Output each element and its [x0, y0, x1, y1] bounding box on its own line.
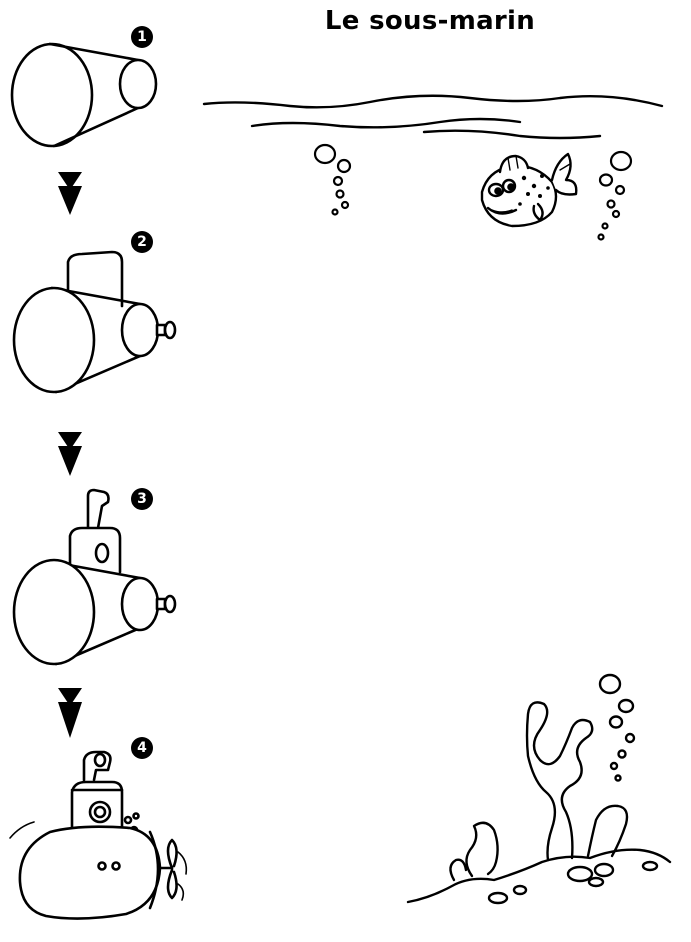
- seaweed-strand: [465, 821, 499, 878]
- step-3-porthole: [94, 542, 110, 564]
- step-4-motion-line: [9, 821, 35, 839]
- rock: [487, 891, 509, 905]
- rock: [512, 884, 528, 896]
- step-4-hull: [18, 825, 162, 920]
- fish-drawing: [480, 152, 578, 228]
- fish-mouth: [486, 206, 518, 215]
- arrow-down-icon: [58, 432, 82, 476]
- step-4-hull-porthole: [111, 861, 121, 871]
- step-3-hub-cap: [163, 594, 177, 614]
- step-3-periscope: [86, 488, 110, 530]
- arrow-down-icon: [58, 688, 82, 738]
- rock: [587, 876, 605, 888]
- page-title: Le sous-marin: [324, 6, 536, 36]
- fish-side-fin: [532, 202, 544, 222]
- step-number-3: 3: [131, 488, 153, 510]
- arrow-down-icon: [58, 172, 82, 215]
- step-4-tower-porthole-inner: [93, 805, 107, 819]
- step-4-hull-seam: [148, 830, 160, 910]
- fish-tail: [550, 152, 578, 196]
- seaweed-strand: [449, 858, 468, 882]
- bubbles-seaweed: [598, 673, 636, 782]
- step-3-front-ellipse: [12, 558, 96, 666]
- rock: [593, 862, 615, 878]
- rock: [641, 860, 659, 872]
- step-2-drawing: [12, 250, 177, 394]
- step-1-rear-ellipse: [118, 58, 158, 110]
- step-number-4: 4: [131, 737, 153, 759]
- step-2-rear-ellipse: [120, 302, 160, 358]
- step-number-1: 1: [131, 26, 153, 48]
- fish-spots: [518, 174, 550, 206]
- seaweed-strand: [586, 804, 629, 858]
- step-4-tower-porthole: [88, 800, 112, 824]
- step-3-rear-ellipse: [120, 576, 160, 632]
- wave-line: [202, 94, 664, 109]
- step-1-front-ellipse: [10, 42, 94, 148]
- step-1-drawing: [10, 42, 158, 148]
- bubbles-left: [313, 143, 352, 216]
- wave-line: [250, 117, 522, 129]
- wave-line: [422, 129, 602, 140]
- step-2-hub-cap: [163, 320, 177, 340]
- step-4-motion-line: [177, 851, 188, 875]
- sea-waves: [202, 94, 664, 140]
- step-4-periscope-lens: [93, 752, 107, 768]
- step-4-hull-porthole: [97, 861, 107, 871]
- rock: [566, 865, 594, 883]
- step-2-front-ellipse: [12, 286, 96, 394]
- step-4-drawing: [9, 750, 188, 920]
- sea-floor: [406, 848, 672, 904]
- seaweed-drawing: [406, 673, 672, 905]
- seaweed-strand: [525, 701, 594, 862]
- step-1-cone-bottom: [52, 106, 140, 148]
- step-number-2: 2: [131, 231, 153, 253]
- step-4-propeller-blade-top: [166, 838, 178, 870]
- step-4-propeller-blade-bottom: [166, 868, 178, 900]
- step-3-drawing: [12, 488, 177, 666]
- step-4-motion-line: [177, 883, 185, 901]
- step-1-cone-top: [48, 42, 140, 62]
- bubbles-right: [597, 150, 633, 241]
